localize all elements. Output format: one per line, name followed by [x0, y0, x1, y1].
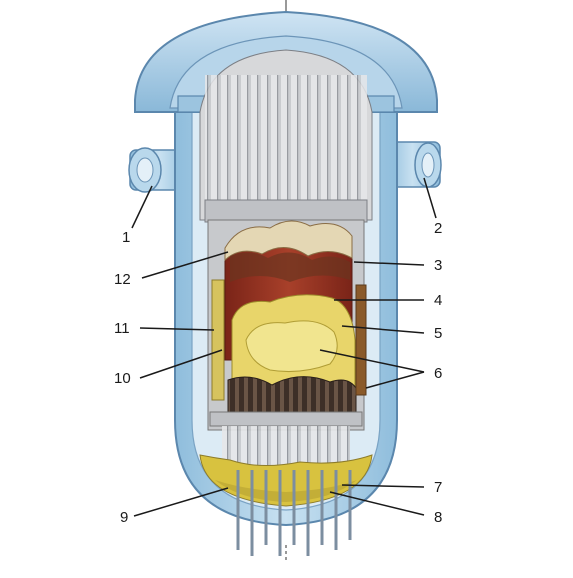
- callout-4: 4: [434, 292, 442, 309]
- callout-1: 1: [122, 229, 130, 246]
- debris-bed: [224, 220, 353, 262]
- callout-7: 7: [434, 479, 442, 496]
- callout-5: 5: [434, 325, 442, 342]
- instrument-tubes: [236, 470, 352, 556]
- debris-bed-shadow: [230, 252, 350, 282]
- upper-grid-plate: [204, 199, 368, 223]
- leader-lines: [131, 177, 437, 517]
- callout-6: 6: [434, 365, 442, 382]
- callout-10: 10: [114, 370, 131, 387]
- callout-12: 12: [114, 271, 131, 288]
- guide-tubes: [205, 75, 367, 220]
- callout-labels: 1 2 3 4 5 6 7 8 9 10 11 12: [114, 220, 442, 526]
- lower-damaged-rods: [227, 376, 357, 413]
- lower-plenum-structure: [222, 426, 350, 466]
- callout-11: 11: [114, 320, 130, 337]
- callout-3: 3: [434, 257, 442, 274]
- peripheral-fuel: [211, 279, 225, 401]
- callout-8: 8: [434, 509, 442, 526]
- peripheral-fuel-right: [355, 284, 367, 396]
- callout-9: 9: [120, 509, 128, 526]
- lower-core-plate: [209, 411, 363, 427]
- callout-2: 2: [434, 220, 442, 237]
- outlet-nozzle: [384, 141, 442, 188]
- molten-pool: [245, 320, 338, 372]
